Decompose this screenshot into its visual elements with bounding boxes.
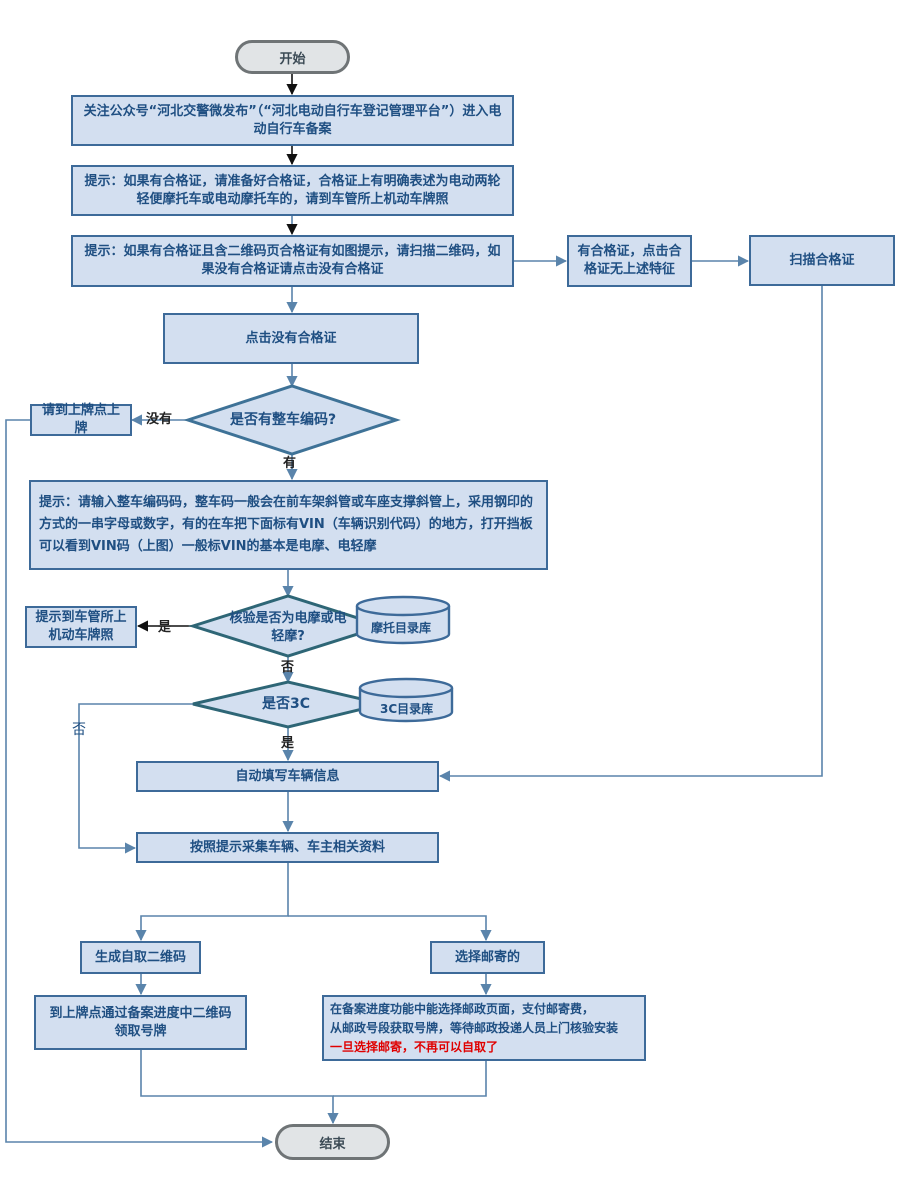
label-motor-no: 否 [281,660,295,675]
pickup-plate: 到上牌点通过备案进度中二维码领取号牌 [34,995,247,1050]
has-certificate: 有合格证，点击合格证无上述特征 [567,235,692,287]
mail-detail-line2: 从邮政号段获取号牌，等待邮政投递人员上门核验安装 [330,1020,619,1035]
line-collect-split-right [288,915,492,942]
decision-vin-text: 是否有整车编码? [230,412,337,428]
db-3c-shape [358,677,454,723]
decision-motor-text: 核验是否为电摩或电轻摩? [229,611,347,644]
end-terminal: 结束 [275,1124,390,1160]
mail-warning: 一旦选择邮寄，不再可以自取了 [330,1039,499,1054]
collect-info: 按照提示采集车辆、车主相关资料 [136,832,439,863]
label-motor-yes: 是 [158,620,172,635]
line-plate-point-to-end [5,419,274,1148]
tip-vin: 提示：请输入整车编码码，整车码一般会在前车架斜管或车座支撑斜管上，采用钢印的方式… [29,480,548,570]
choose-mail: 选择邮寄的 [430,941,545,974]
line-3c-no [78,703,193,854]
tip-qrcode: 提示：如果有合格证且含二维码页合格证有如图提示，请扫描二维码，如果没有合格证请点… [71,235,514,287]
line-pickup-to-end [140,1050,339,1125]
step-follow-account: 关注公众号“河北交警微发布”（“河北电动自行车登记管理平台”）进入电动自行车备案 [71,95,514,146]
decision-3c-text: 是否3C [262,696,311,712]
tip-dmv-plate: 提示到车管所上机动车牌照 [25,606,137,648]
db-motor-shape [355,595,451,645]
line-collect-split [135,863,289,942]
line-scan-to-autofill [438,286,823,782]
scan-certificate: 扫描合格证 [749,235,895,286]
tip-certificate: 提示：如果有合格证，请准备好合格证，合格证上有明确表述为电动两轮轻便摩托车或电动… [71,165,514,216]
line-mail-to-end [333,1061,487,1097]
label-3c-no: 否 [72,722,86,738]
label-vin-yes: 有 [283,456,297,471]
start-terminal: 开始 [235,40,350,74]
db-motor-label: 摩托目录库 [371,621,432,635]
decision-vin [183,384,401,456]
label-vin-no: 没有 [146,412,173,427]
mail-detail-line1: 在备案进度功能中能选择邮政页面，支付邮寄费， [330,1001,595,1016]
mail-detail: 在备案进度功能中能选择邮政页面，支付邮寄费， 从邮政号段获取号牌，等待邮政投递人… [322,995,646,1061]
gen-qrcode: 生成自取二维码 [80,941,201,974]
auto-fill-vehicle: 自动填写车辆信息 [136,761,439,792]
click-no-certificate: 点击没有合格证 [163,313,419,364]
go-plate-point: 请到上牌点上牌 [30,403,132,436]
db-3c-label: 3C目录库 [380,702,434,716]
label-3c-yes: 是 [281,736,295,751]
